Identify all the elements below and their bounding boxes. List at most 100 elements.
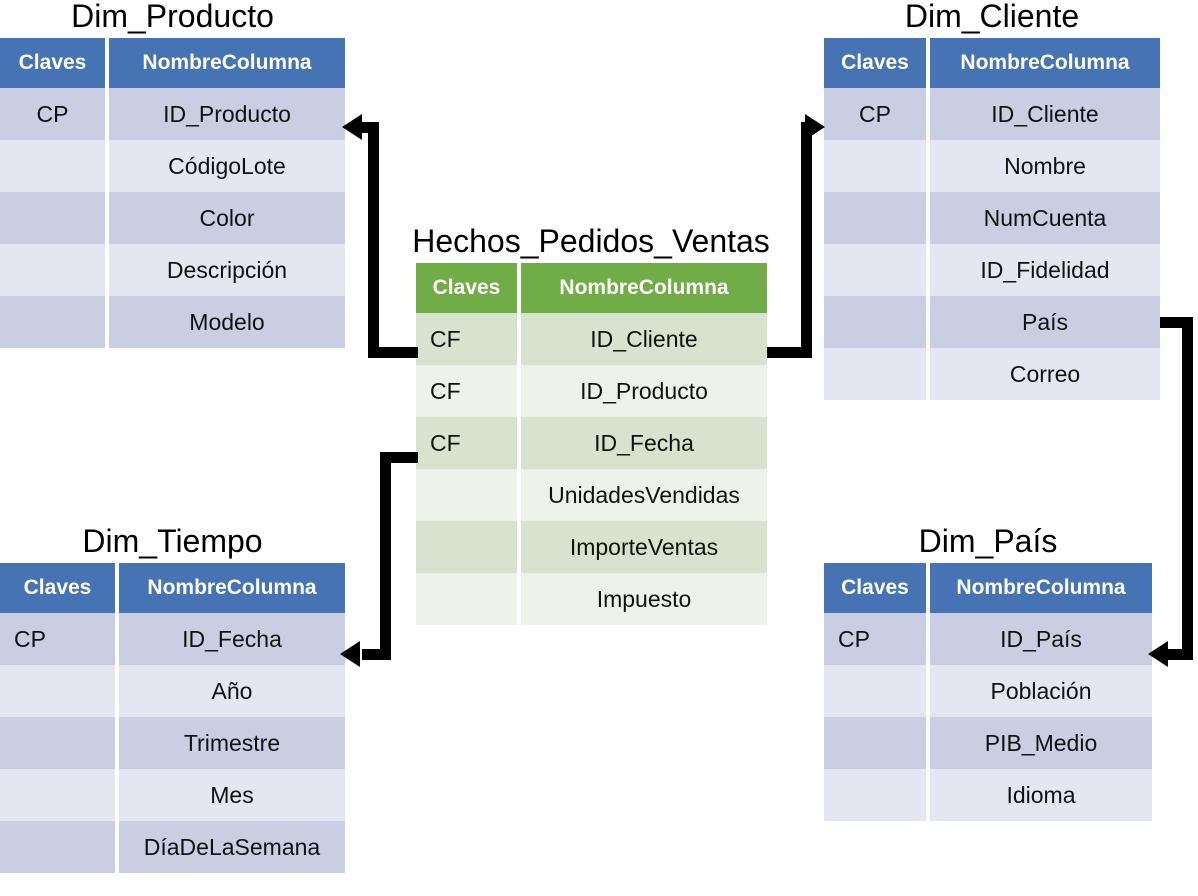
table-row: Impuesto — [416, 573, 767, 625]
header-divider — [517, 263, 521, 313]
cell-divider — [926, 244, 930, 296]
connector-segment-vertical — [1182, 317, 1193, 650]
table-header-row: Claves NombreColumna — [0, 38, 345, 88]
table-title-dim-tiempo: Dim_Tiempo — [82, 523, 263, 559]
row-column-name: ID_Cliente — [521, 313, 767, 365]
row-column-name: NumCuenta — [930, 192, 1160, 244]
cell-divider — [926, 140, 930, 192]
arrowhead-to-dim-producto — [342, 114, 362, 140]
table-row: UnidadesVendidas — [416, 469, 767, 521]
row-column-name: ID_Fecha — [119, 613, 345, 665]
table-dim-pais: Dim_País Claves NombreColumna CP ID_País… — [824, 525, 1152, 821]
table-row: CF ID_Producto — [416, 365, 767, 417]
column-header-claves: Claves — [0, 38, 105, 88]
connector-segment-vertical — [801, 122, 812, 358]
row-key — [0, 821, 115, 873]
column-header-nombrecolumna: NombreColumna — [109, 38, 345, 88]
connector-segment-vertical — [380, 452, 391, 650]
cell-divider — [926, 717, 930, 769]
table-row: Correo — [824, 348, 1160, 400]
table-grid-dim-cliente: Claves NombreColumna CP ID_Cliente Nombr… — [824, 38, 1160, 400]
cell-divider — [115, 717, 119, 769]
cell-divider — [517, 365, 521, 417]
table-row: CF ID_Fecha — [416, 417, 767, 469]
row-key — [824, 665, 926, 717]
table-dim-cliente: Dim_Cliente Claves NombreColumna CP ID_C… — [824, 0, 1160, 400]
table-grid-hechos: Claves NombreColumna CF ID_Cliente CF ID… — [416, 263, 767, 625]
row-column-name: Mes — [119, 769, 345, 821]
table-title-dim-cliente: Dim_Cliente — [904, 0, 1080, 34]
cell-divider — [517, 521, 521, 573]
column-header-nombrecolumna: NombreColumna — [119, 563, 345, 613]
row-key — [824, 140, 926, 192]
cell-divider — [105, 296, 109, 348]
table-header-row: Claves NombreColumna — [824, 38, 1160, 88]
table-dim-tiempo: Dim_Tiempo Claves NombreColumna CP ID_Fe… — [0, 525, 345, 873]
row-column-name: ID_Producto — [109, 88, 345, 140]
table-row: Color — [0, 192, 345, 244]
column-header-claves: Claves — [0, 563, 115, 613]
column-header-claves: Claves — [416, 263, 517, 313]
connector-segment-horizontal-top — [1160, 317, 1193, 328]
header-divider — [926, 563, 930, 613]
row-column-name: Correo — [930, 348, 1160, 400]
row-column-name: Modelo — [109, 296, 345, 348]
row-key — [824, 348, 926, 400]
cell-divider — [517, 573, 521, 625]
row-key — [0, 296, 105, 348]
header-divider — [105, 38, 109, 88]
table-row: CP ID_Cliente — [824, 88, 1160, 140]
table-header-row: Claves NombreColumna — [416, 263, 767, 313]
table-dim-producto: Dim_Producto Claves NombreColumna CP ID_… — [0, 0, 345, 348]
row-column-name: ImporteVentas — [521, 521, 767, 573]
row-key: CP — [824, 613, 926, 665]
cell-divider — [105, 244, 109, 296]
cell-divider — [926, 613, 930, 665]
arrowhead-to-dim-cliente — [805, 114, 825, 140]
row-key: CP — [0, 88, 105, 140]
row-column-name: DíaDeLaSemana — [119, 821, 345, 873]
table-row: ID_Fidelidad — [824, 244, 1160, 296]
table-row: Mes — [0, 769, 345, 821]
table-hechos-pedidos-ventas: Hechos_Pedidos_Ventas Claves NombreColum… — [400, 225, 782, 625]
table-title-dim-producto: Dim_Producto — [71, 0, 274, 34]
table-title-dim-pais: Dim_País — [918, 523, 1058, 559]
row-key: CF — [416, 417, 517, 469]
table-row: NumCuenta — [824, 192, 1160, 244]
row-column-name: Idioma — [930, 769, 1152, 821]
row-column-name: ID_Fecha — [521, 417, 767, 469]
row-key — [824, 769, 926, 821]
row-key: CF — [416, 313, 517, 365]
cell-divider — [926, 348, 930, 400]
table-row: PIB_Medio — [824, 717, 1152, 769]
row-column-name: ID_Cliente — [930, 88, 1160, 140]
cell-divider — [115, 665, 119, 717]
column-header-claves: Claves — [824, 563, 926, 613]
row-column-name: Impuesto — [521, 573, 767, 625]
table-row: CódigoLote — [0, 140, 345, 192]
table-row: CF ID_Cliente — [416, 313, 767, 365]
table-row: CP ID_Producto — [0, 88, 345, 140]
row-key — [0, 192, 105, 244]
connector-segment-horizontal-top — [801, 122, 815, 133]
connector-segment-horizontal-top — [362, 122, 379, 133]
row-column-name: PIB_Medio — [930, 717, 1152, 769]
connector-segment-vertical — [368, 122, 379, 358]
table-grid-dim-producto: Claves NombreColumna CP ID_Producto Códi… — [0, 38, 345, 348]
row-column-name: Nombre — [930, 140, 1160, 192]
cell-divider — [105, 88, 109, 140]
header-divider — [926, 38, 930, 88]
row-key — [824, 244, 926, 296]
column-header-claves: Claves — [824, 38, 926, 88]
table-row: Idioma — [824, 769, 1152, 821]
row-key — [824, 717, 926, 769]
row-key — [0, 140, 105, 192]
table-row: Descripción — [0, 244, 345, 296]
row-column-name: Descripción — [109, 244, 345, 296]
header-divider — [115, 563, 119, 613]
row-key — [416, 469, 517, 521]
row-column-name: ID_País — [930, 613, 1152, 665]
table-row: Nombre — [824, 140, 1160, 192]
row-column-name: Color — [109, 192, 345, 244]
row-key: CP — [824, 88, 926, 140]
